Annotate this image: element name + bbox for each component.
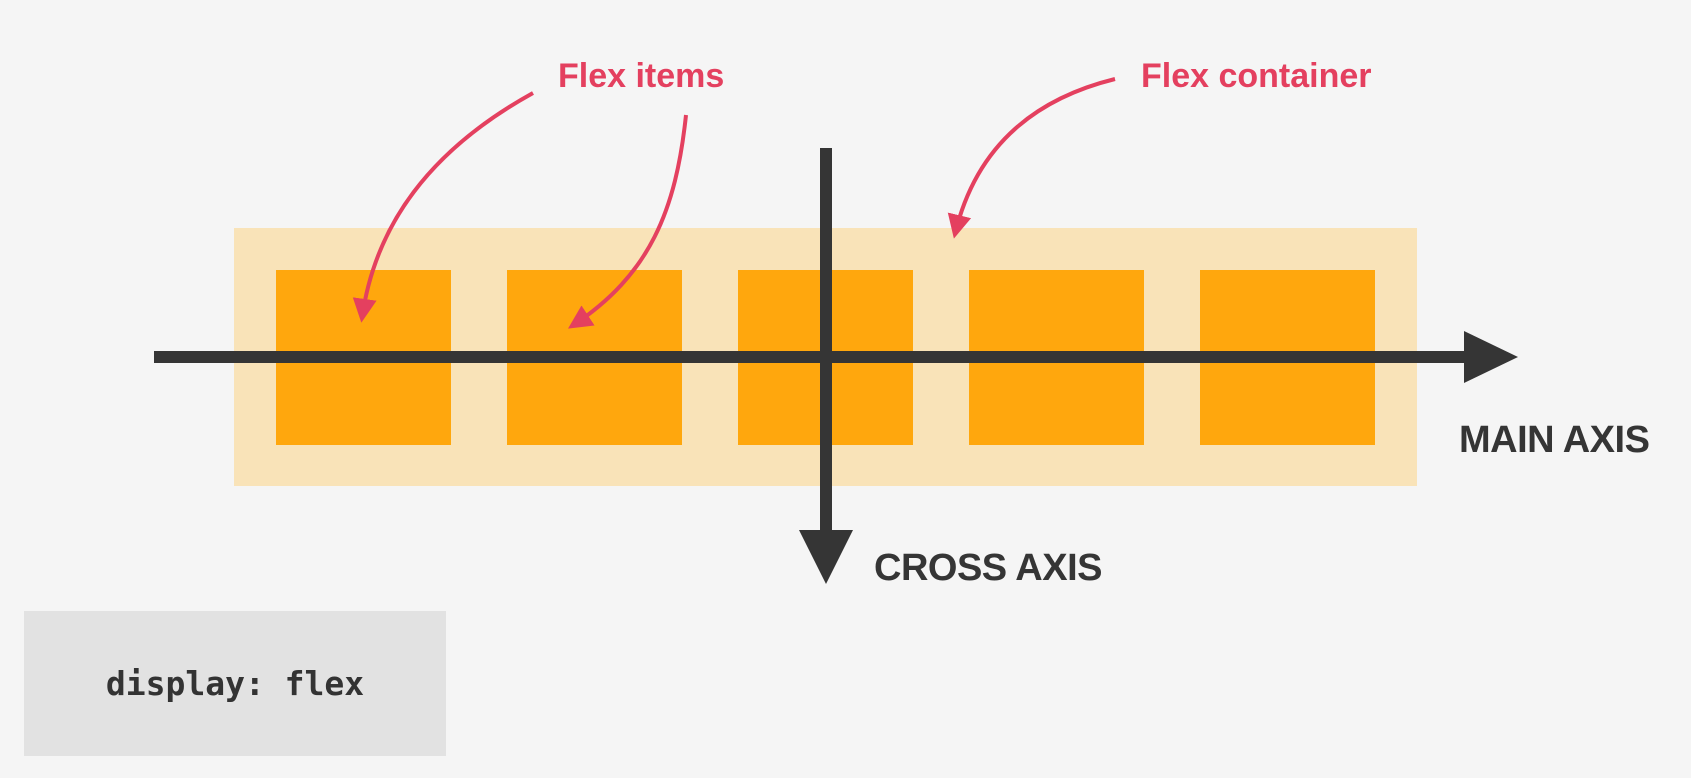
code-snippet: display: flex xyxy=(105,664,365,703)
main-axis-label: MAIN AXIS xyxy=(1459,419,1650,461)
cross-axis-arrowhead xyxy=(799,530,853,584)
flex-items-arrow-1 xyxy=(352,91,534,323)
flex-items-label: Flex items xyxy=(558,57,725,95)
cross-axis-label: CROSS AXIS xyxy=(874,547,1102,589)
main-axis-arrowhead xyxy=(1464,331,1518,383)
flex-container-arrow xyxy=(947,77,1116,239)
code-box: display: flex xyxy=(24,611,446,756)
flex-container-label: Flex container xyxy=(1141,57,1372,95)
flex-items-arrow-2 xyxy=(567,114,688,329)
